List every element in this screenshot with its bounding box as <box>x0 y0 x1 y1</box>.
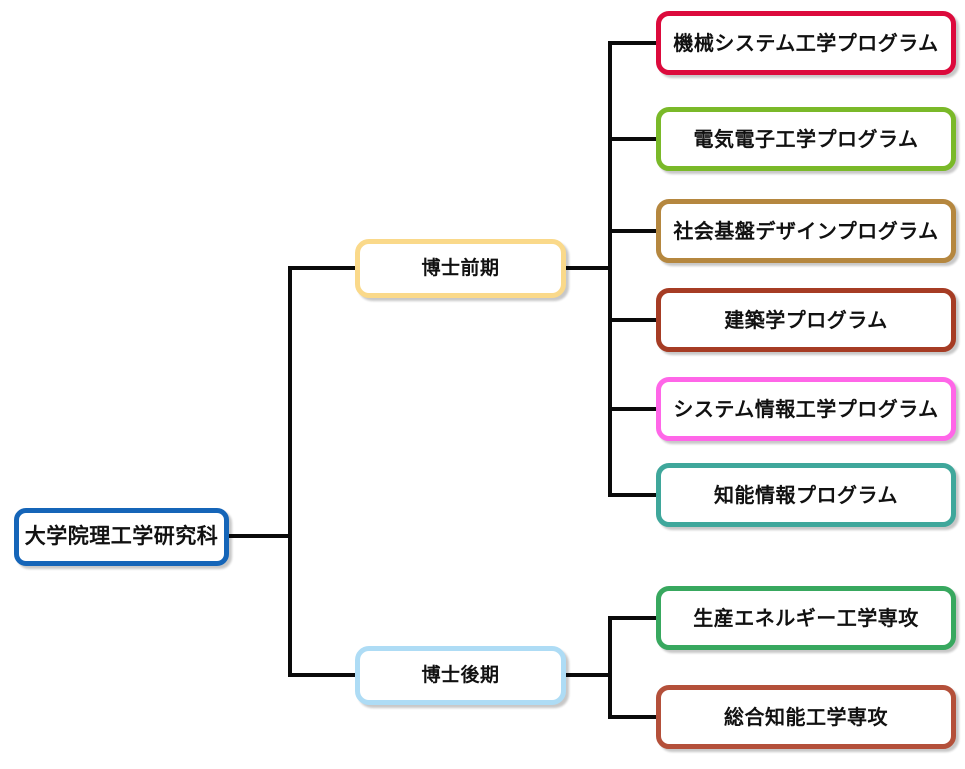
node-major-production-energy[interactable]: 生産エネルギー工学専攻 <box>656 586 956 650</box>
node-program-system-information[interactable]: システム情報工学プログラム <box>656 377 956 441</box>
connector-root-trunk <box>288 266 292 676</box>
connector-root-stub <box>229 534 292 538</box>
node-masters-course[interactable]: 博士前期 <box>355 239 566 298</box>
node-program-mechanical-systems[interactable]: 機械システム工学プログラム <box>656 11 956 75</box>
node-root[interactable]: 大学院理工学研究科 <box>14 508 229 566</box>
node-major-integrated-intelligence[interactable]: 総合知能工学専攻 <box>656 685 956 749</box>
node-major-integrated-intelligence-label: 総合知能工学専攻 <box>724 705 888 729</box>
node-root-label: 大学院理工学研究科 <box>24 524 219 549</box>
connector-branch-2-child-2 <box>608 715 658 719</box>
node-program-infrastructure-design-label: 社会基盤デザインプログラム <box>673 219 939 243</box>
connector-mid-1-stub <box>565 266 612 270</box>
node-doctoral-course[interactable]: 博士後期 <box>355 646 566 705</box>
connector-branch-trunk-1 <box>608 41 612 495</box>
node-program-architecture[interactable]: 建築学プログラム <box>656 288 956 352</box>
connector-branch-trunk-2 <box>608 616 612 717</box>
node-major-production-energy-label: 生産エネルギー工学専攻 <box>693 606 919 630</box>
node-program-intelligent-information[interactable]: 知能情報プログラム <box>656 463 956 527</box>
connector-trunk-to-mid-2 <box>288 673 357 677</box>
connector-trunk-to-mid-1 <box>288 266 357 270</box>
node-doctoral-course-label: 博士後期 <box>421 664 500 687</box>
node-program-electrical-electronic-label: 電気電子工学プログラム <box>693 127 919 151</box>
connector-branch-1-child-6 <box>608 493 658 497</box>
connector-mid-2-stub <box>565 673 612 677</box>
connector-branch-1-child-2 <box>608 137 658 141</box>
connector-branch-1-child-5 <box>608 407 658 411</box>
node-program-system-information-label: システム情報工学プログラム <box>673 397 939 421</box>
connector-branch-1-child-1 <box>608 41 658 45</box>
node-program-architecture-label: 建築学プログラム <box>724 308 888 332</box>
connector-branch-1-child-4 <box>608 318 658 322</box>
node-program-mechanical-systems-label: 機械システム工学プログラム <box>673 31 939 55</box>
node-program-electrical-electronic[interactable]: 電気電子工学プログラム <box>656 107 956 171</box>
node-program-intelligent-information-label: 知能情報プログラム <box>714 483 898 507</box>
node-program-infrastructure-design[interactable]: 社会基盤デザインプログラム <box>656 199 956 263</box>
node-masters-course-label: 博士前期 <box>421 257 500 280</box>
connector-branch-2-child-1 <box>608 616 658 620</box>
connector-branch-1-child-3 <box>608 229 658 233</box>
